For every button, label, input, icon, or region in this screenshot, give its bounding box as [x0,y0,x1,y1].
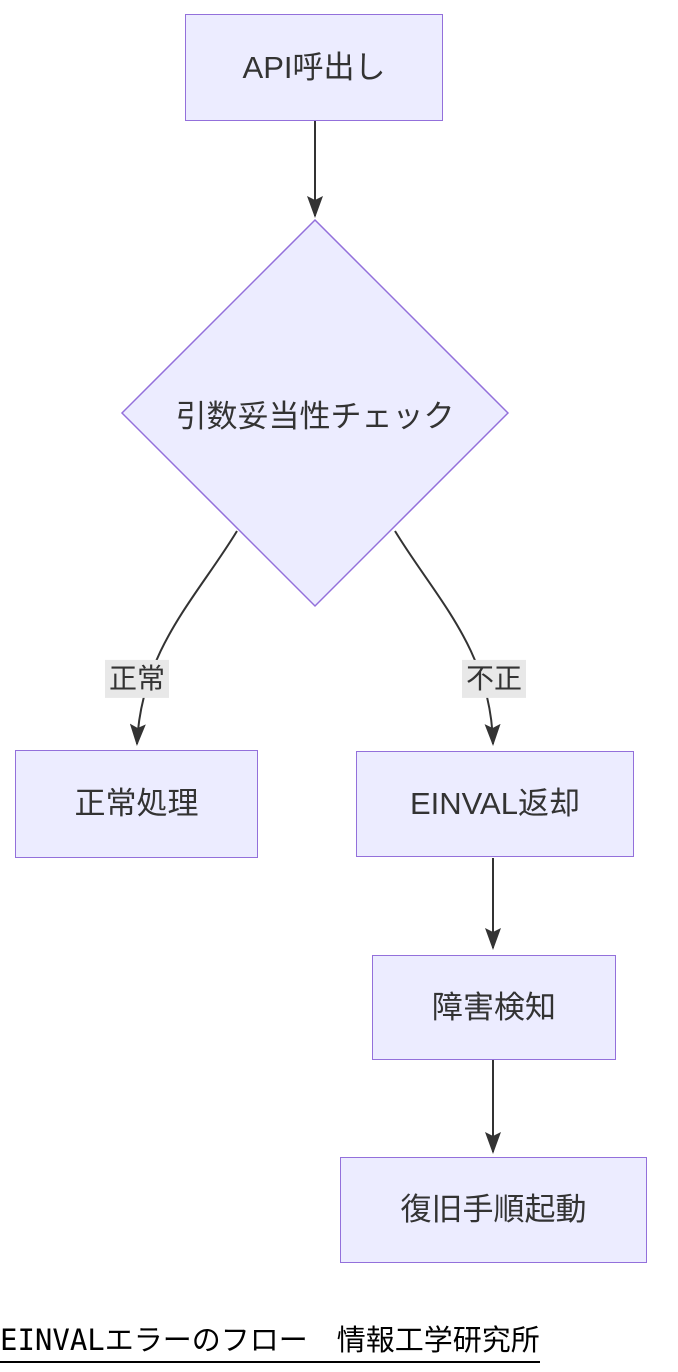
diagram-caption: EINVALエラーのフロー 情報工学研究所 [0,1322,540,1364]
node-einval-return: EINVAL返却 [356,751,634,857]
node-normal-process: 正常処理 [15,750,258,858]
decision-diamond-shape [120,218,510,608]
edge-check-to-normal [129,530,238,746]
node-api-call-label: API呼出し [242,49,386,85]
node-fault-detect-label: 障害検知 [432,989,556,1025]
edge-label-normal-text: 正常 [108,662,166,694]
node-api-call: API呼出し [185,14,443,121]
node-fault-detect: 障害検知 [372,955,616,1060]
edge-check-to-einval [394,530,501,746]
node-recovery-start-label: 復旧手順起動 [400,1192,587,1228]
node-recovery-start: 復旧手順起動 [340,1157,647,1263]
edge-label-normal: 正常 [104,659,170,699]
node-einval-return-label: EINVAL返却 [410,786,580,822]
edge-label-invalid-text: 不正 [465,662,523,694]
node-normal-process-label: 正常処理 [74,786,199,822]
edge-label-invalid: 不正 [461,659,527,699]
